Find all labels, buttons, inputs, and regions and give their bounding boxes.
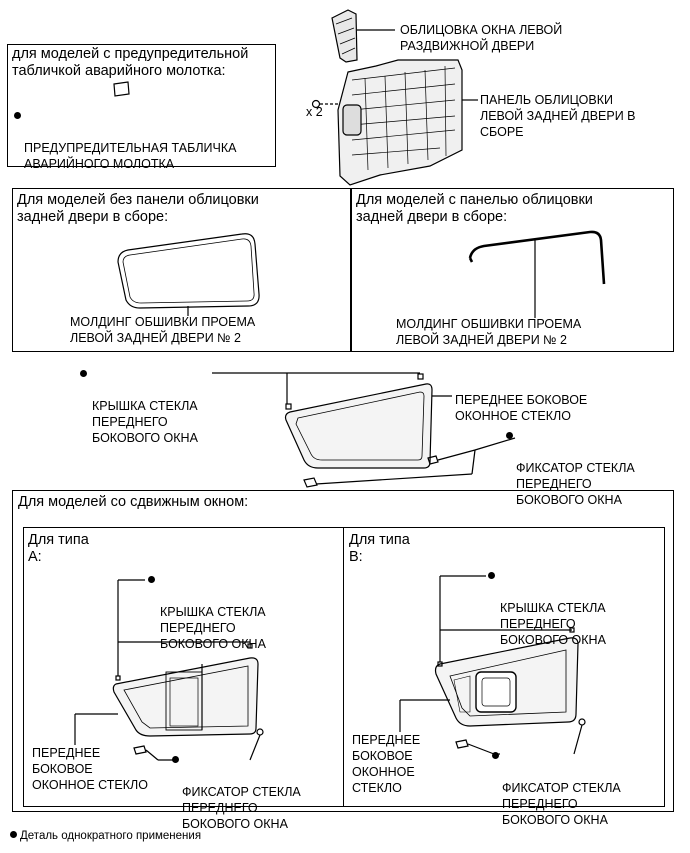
- window-garnish-part: [331, 9, 358, 63]
- warning-plate-label: ПРЕДУПРЕДИТЕЛЬНАЯ ТАБЛИЧКА АВАРИЙНОГО МО…: [14, 108, 236, 188]
- type-b-glass-label: ПЕРЕДНЕЕ БОКОВОЕ ОКОННОЕ СТЕКЛО: [352, 733, 421, 795]
- type-a-glass-label: ПЕРЕДНЕЕ БОКОВОЕ ОКОННОЕ СТЕКЛО: [32, 746, 148, 792]
- type-b-retainer-label: ФИКСАТОР СТЕКЛА ПЕРЕДНЕГО БОКОВОГО ОКНА: [492, 748, 621, 844]
- clip-part: [311, 99, 321, 109]
- moulding-closed-part: [117, 233, 260, 309]
- moulding-right-box: [350, 188, 674, 352]
- door-trim-label: ПАНЕЛЬ ОБЛИЦОВКИ ЛЕВОЙ ЗАДНЕЙ ДВЕРИ В СБ…: [480, 93, 636, 139]
- sliding-title: Для моделей со сдвижным окном:: [18, 494, 249, 510]
- type-a-title: Для типа A:: [28, 532, 89, 565]
- type-b-title: Для типа B:: [349, 532, 410, 565]
- fixed-retainer-label: ФИКСАТОР СТЕКЛА ПЕРЕДНЕГО БОКОВОГО ОКНА: [506, 428, 635, 524]
- one-time-use-dot-icon: [506, 432, 513, 439]
- moulding-left-label: МОЛДИНГ ОБШИВКИ ПРОЕМА ЛЕВОЙ ЗАДНЕЙ ДВЕР…: [70, 315, 256, 345]
- hammer-box-title: для моделей с предупредительной табличко…: [12, 46, 249, 79]
- one-time-use-dot-icon: [172, 756, 179, 763]
- fixed-glass-label: ПЕРЕДНЕЕ БОКОВОЕ ОКОННОЕ СТЕКЛО: [455, 393, 588, 423]
- window-garnish-label: ОБЛИЦОВКА ОКНА ЛЕВОЙ РАЗДВИЖНОЙ ДВЕРИ: [400, 23, 563, 53]
- moulding-right-title: Для моделей с панелью облицовки задней д…: [356, 192, 593, 225]
- moulding-left-box: [12, 188, 352, 352]
- retainer-part: [427, 455, 439, 465]
- fixed-cover-label: КРЫШКА СТЕКЛА ПЕРЕДНЕГО БОКОВОГО ОКНА: [80, 366, 198, 462]
- one-time-use-dot-icon: [488, 572, 495, 579]
- type-a-cover-label: КРЫШКА СТЕКЛА ПЕРЕДНЕГО БОКОВОГО ОКНА: [148, 572, 266, 668]
- type-b-cover-label: КРЫШКА СТЕКЛА ПЕРЕДНЕГО БОКОВОГО ОКНА: [488, 568, 606, 664]
- one-time-use-dot-icon: [148, 576, 155, 583]
- one-time-use-dot-icon: [10, 831, 17, 838]
- moulding-right-label: МОЛДИНГ ОБШИВКИ ПРОЕМА ЛЕВОЙ ЗАДНЕЙ ДВЕР…: [396, 317, 582, 347]
- clip-count-label: x 2: [306, 105, 323, 119]
- warning-plate-icon: [113, 81, 130, 97]
- type-b-box: [343, 527, 665, 807]
- sliding-window-box: [12, 490, 674, 812]
- footnote: Деталь однократного применения: [10, 812, 201, 844]
- one-time-use-dot-icon: [14, 112, 21, 119]
- type-a-glass-part: [112, 657, 259, 737]
- moulding-open-part: [468, 230, 606, 285]
- hammer-plate-box: [7, 44, 276, 167]
- moulding-left-title: Для моделей без панели облицовки задней …: [17, 192, 259, 225]
- type-a-retainer-label: ФИКСАТОР СТЕКЛА ПЕРЕДНЕГО БОКОВОГО ОКНА: [172, 752, 301, 848]
- front-side-glass-part: [284, 383, 433, 469]
- one-time-use-dot-icon: [80, 370, 87, 377]
- one-time-use-dot-icon: [492, 752, 499, 759]
